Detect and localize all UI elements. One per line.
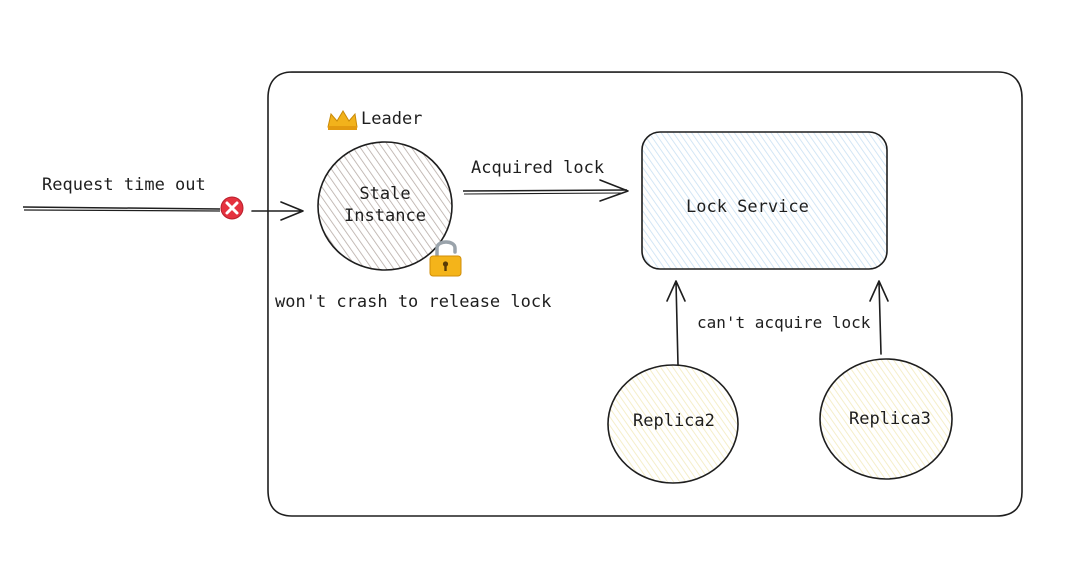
request-line — [22, 206, 221, 210]
acquired-lock-label: Acquired lock — [471, 158, 605, 178]
replica3-label: Replica3 — [849, 409, 931, 429]
replica3-node — [819, 358, 953, 480]
crown-icon — [327, 110, 358, 130]
replica2-node — [607, 364, 739, 484]
leader-label: Leader — [361, 109, 423, 129]
outer-container — [266, 70, 1024, 518]
padlock-icon — [429, 240, 462, 277]
lock-service-label: Lock Service — [686, 197, 809, 217]
error-x-icon — [220, 196, 244, 220]
wont-crash-label: won't crash to release lock — [275, 292, 552, 312]
replica2-arrow — [666, 280, 686, 366]
request-timeout-label: Request time out — [42, 175, 206, 195]
replica2-label: Replica2 — [633, 411, 715, 431]
acquired-lock-arrowhead — [599, 179, 629, 202]
acquired-lock-arrow — [462, 189, 628, 192]
request-arrow — [251, 201, 304, 221]
request-line-2 — [23, 209, 221, 212]
cant-acquire-label: can't acquire lock — [697, 313, 871, 332]
stale-instance-label: Stale Instance — [344, 184, 426, 226]
lock-service-node — [641, 131, 888, 270]
stale-instance-node — [317, 141, 453, 271]
acquired-lock-arrow-2 — [463, 192, 623, 195]
replica3-arrow — [869, 280, 889, 355]
